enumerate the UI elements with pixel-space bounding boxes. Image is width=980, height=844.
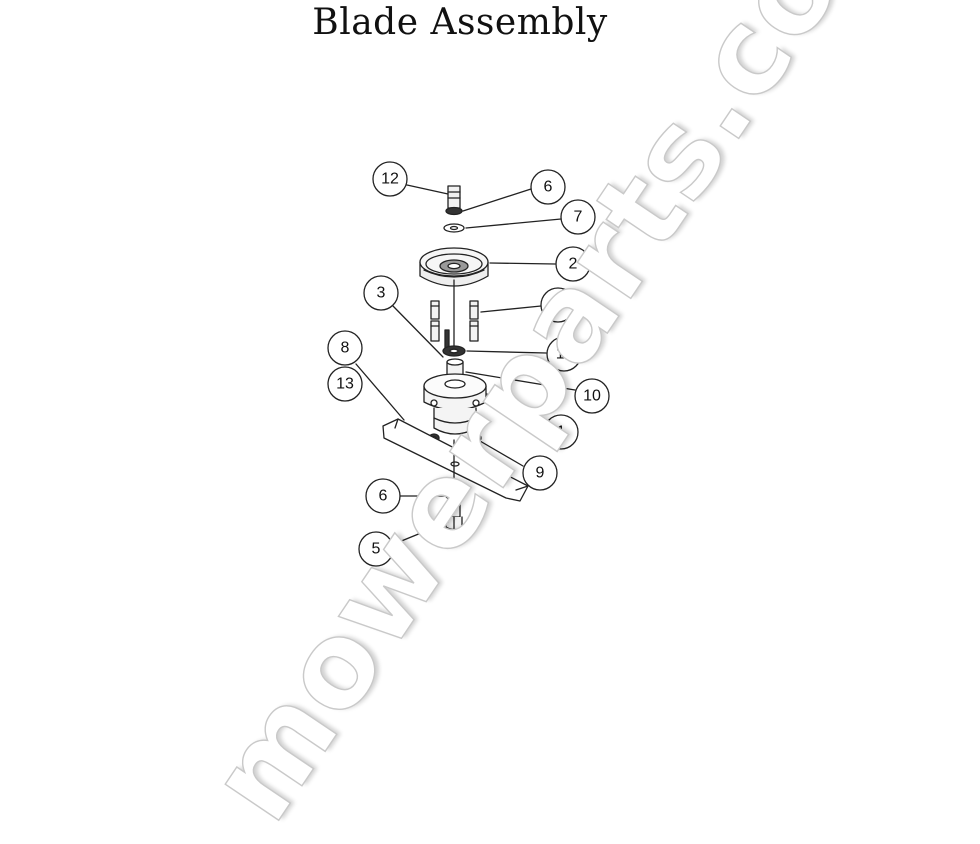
callout-5: 5 — [372, 541, 381, 558]
spindle-housing — [423, 358, 487, 435]
blade-assembly-diagram: 12 6 7 2 3 4 11 8 13 10 1 9 6 5 — [327, 161, 610, 567]
callout-1: 1 — [557, 424, 566, 441]
callout-13: 13 — [336, 376, 354, 393]
callout-7: 7 — [574, 209, 583, 226]
key — [444, 329, 450, 349]
leader-lines — [355, 184, 576, 545]
callout-4: 4 — [554, 297, 563, 314]
callout-6-bottom: 6 — [379, 488, 388, 505]
callout-2: 2 — [569, 256, 578, 273]
callout-10: 10 — [583, 388, 601, 405]
callout-3: 3 — [377, 285, 386, 302]
top-bolt — [447, 185, 461, 209]
callout-6-top: 6 — [544, 179, 553, 196]
callout-11: 11 — [556, 346, 573, 363]
callout-9: 9 — [536, 465, 545, 482]
page-title: Blade Assembly — [312, 2, 608, 43]
callout-circles — [327, 161, 610, 567]
top-lock-washer — [445, 206, 463, 216]
mount-bolts — [430, 300, 479, 342]
callout-12: 12 — [381, 171, 399, 188]
blade — [382, 418, 529, 502]
callout-8: 8 — [341, 340, 350, 357]
bottom-bolt — [445, 502, 463, 531]
